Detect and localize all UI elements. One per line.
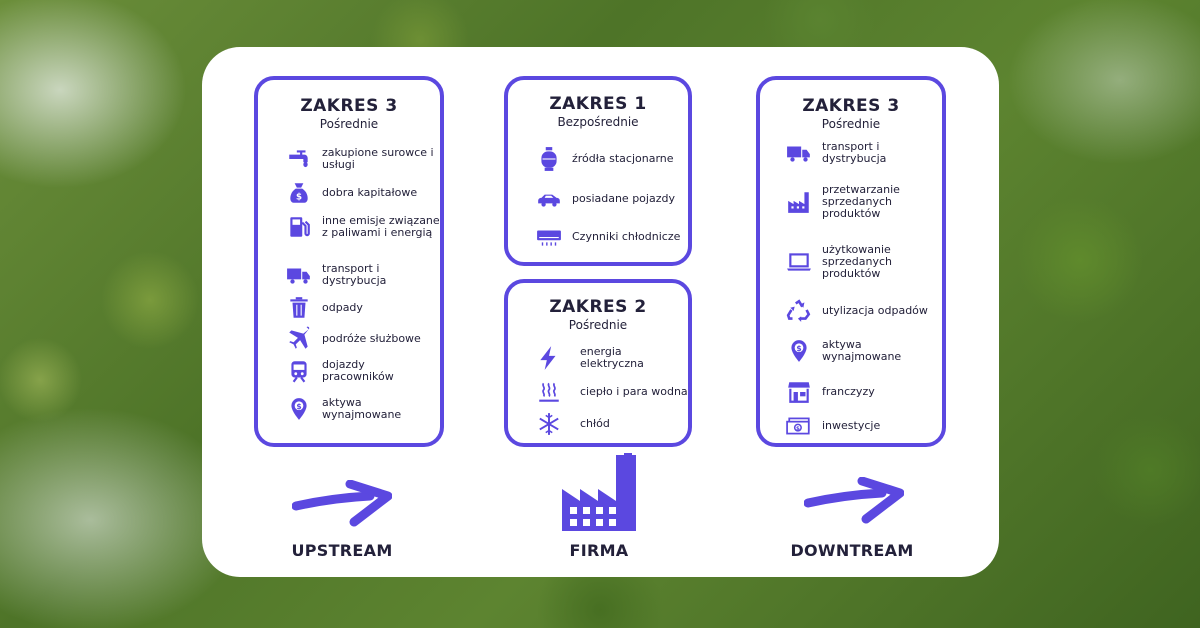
item-label: transport i dystrybucja bbox=[322, 262, 387, 287]
svg-text:$: $ bbox=[296, 402, 301, 411]
list-item: utylizacja odpadów bbox=[784, 296, 928, 326]
list-item: chłód bbox=[534, 409, 610, 439]
box-title: ZAKRES 1 bbox=[549, 94, 647, 114]
money-bag-icon: $ bbox=[284, 178, 314, 208]
item-label: chłód bbox=[580, 417, 610, 430]
list-item: $ dobra kapitałowe bbox=[284, 178, 417, 208]
box-subtitle: Pośrednie bbox=[319, 117, 379, 131]
storefront-icon bbox=[784, 377, 814, 407]
item-label: inne emisje związane z paliwami i energi… bbox=[322, 214, 440, 239]
upstream-arrow-icon bbox=[292, 480, 392, 527]
svg-text:$: $ bbox=[296, 193, 302, 203]
downstream-label: DOWNTREAM bbox=[790, 541, 914, 560]
list-item: transport i dystrybucja bbox=[284, 260, 440, 290]
list-item: zakupione surowce i usługi bbox=[284, 144, 440, 174]
box-title: ZAKRES 2 bbox=[549, 297, 647, 317]
item-label: energia elektryczna bbox=[580, 345, 644, 370]
banknotes-icon: $ bbox=[784, 411, 814, 441]
scope3-upstream-box: ZAKRES 3 Pośrednie zakupione surowce i u… bbox=[254, 76, 444, 447]
list-item: $ aktywa wynajmowane bbox=[784, 336, 942, 366]
item-label: zakupione surowce i usługi bbox=[322, 146, 434, 171]
item-label: aktywa wynajmowane bbox=[822, 338, 902, 363]
lightning-icon bbox=[534, 343, 564, 373]
item-label: źródła stacjonarne bbox=[572, 152, 674, 165]
box-subtitle: Pośrednie bbox=[821, 117, 881, 131]
truck-icon bbox=[284, 260, 314, 290]
scope3-downstream-box: ZAKRES 3 Pośrednie transport i dystrybuc… bbox=[756, 76, 946, 447]
fuel-pump-icon bbox=[284, 212, 314, 242]
item-label: dojazdy pracowników bbox=[322, 358, 394, 383]
location-dollar-icon: $ bbox=[784, 336, 814, 366]
car-icon bbox=[534, 184, 564, 214]
train-icon bbox=[284, 356, 314, 386]
list-item: Czynniki chłodnicze bbox=[534, 222, 680, 252]
item-label: franczyzy bbox=[822, 385, 875, 398]
downstream-arrow-icon bbox=[804, 477, 904, 524]
item-label: posiadane pojazdy bbox=[572, 192, 675, 205]
item-label: inwestycje bbox=[822, 419, 881, 432]
list-item: $ aktywa wynajmowane bbox=[284, 394, 440, 424]
box-title: ZAKRES 3 bbox=[300, 96, 398, 116]
item-label: ciepło i para wodna bbox=[580, 385, 688, 398]
faucet-icon bbox=[284, 144, 314, 174]
air-conditioner-icon bbox=[534, 222, 564, 252]
item-label: odpady bbox=[322, 301, 363, 314]
recycle-icon bbox=[784, 296, 814, 326]
list-item: źródła stacjonarne bbox=[534, 144, 674, 174]
item-label: utylizacja odpadów bbox=[822, 304, 928, 317]
box-subtitle: Pośrednie bbox=[568, 318, 628, 332]
item-label: transport i dystrybucja bbox=[822, 140, 887, 165]
list-item: transport i dystrybucja bbox=[784, 138, 942, 168]
factory-icon bbox=[784, 187, 814, 217]
box-subtitle: Bezpośrednie bbox=[557, 115, 639, 129]
airplane-icon bbox=[284, 324, 314, 354]
box-title: ZAKRES 3 bbox=[802, 96, 900, 116]
item-label: podróże służbowe bbox=[322, 332, 421, 345]
list-item: energia elektryczna bbox=[534, 343, 688, 373]
item-label: Czynniki chłodnicze bbox=[572, 230, 681, 243]
truck-icon bbox=[784, 138, 814, 168]
list-item: franczyzy bbox=[784, 377, 875, 407]
list-item: $ inwestycje bbox=[784, 411, 880, 441]
list-item: odpady bbox=[284, 293, 363, 323]
list-item: podróże służbowe bbox=[284, 324, 421, 354]
item-label: przetwarzanie sprzedanych produktów bbox=[822, 183, 900, 220]
list-item: dojazdy pracowników bbox=[284, 356, 440, 386]
item-label: użytkowanie sprzedanych produktów bbox=[822, 243, 893, 280]
item-label: aktywa wynajmowane bbox=[322, 396, 402, 421]
item-label: dobra kapitałowe bbox=[322, 186, 418, 199]
factory-icon bbox=[562, 455, 636, 531]
upstream-label: UPSTREAM bbox=[291, 541, 393, 560]
trash-bin-icon bbox=[284, 293, 314, 323]
steam-icon bbox=[534, 377, 564, 407]
svg-text:$: $ bbox=[796, 426, 800, 432]
svg-text:$: $ bbox=[796, 344, 801, 353]
list-item: użytkowanie sprzedanych produktów bbox=[784, 244, 942, 280]
list-item: posiadane pojazdy bbox=[534, 184, 675, 214]
gas-cylinder-icon bbox=[534, 144, 564, 174]
scope2-box: ZAKRES 2 Pośrednie energia elektryczna c… bbox=[504, 279, 692, 447]
location-dollar-icon: $ bbox=[284, 394, 314, 424]
snowflake-icon bbox=[534, 409, 564, 439]
scope1-box: ZAKRES 1 Bezpośrednie źródła stacjonarne… bbox=[504, 76, 692, 266]
diagram-panel: ZAKRES 3 Pośrednie zakupione surowce i u… bbox=[202, 47, 999, 577]
company-label: FIRMA bbox=[569, 541, 629, 560]
laptop-icon bbox=[784, 247, 814, 277]
list-item: inne emisje związane z paliwami i energi… bbox=[284, 212, 440, 242]
list-item: przetwarzanie sprzedanych produktów bbox=[784, 184, 942, 220]
list-item: ciepło i para wodna bbox=[534, 377, 688, 407]
